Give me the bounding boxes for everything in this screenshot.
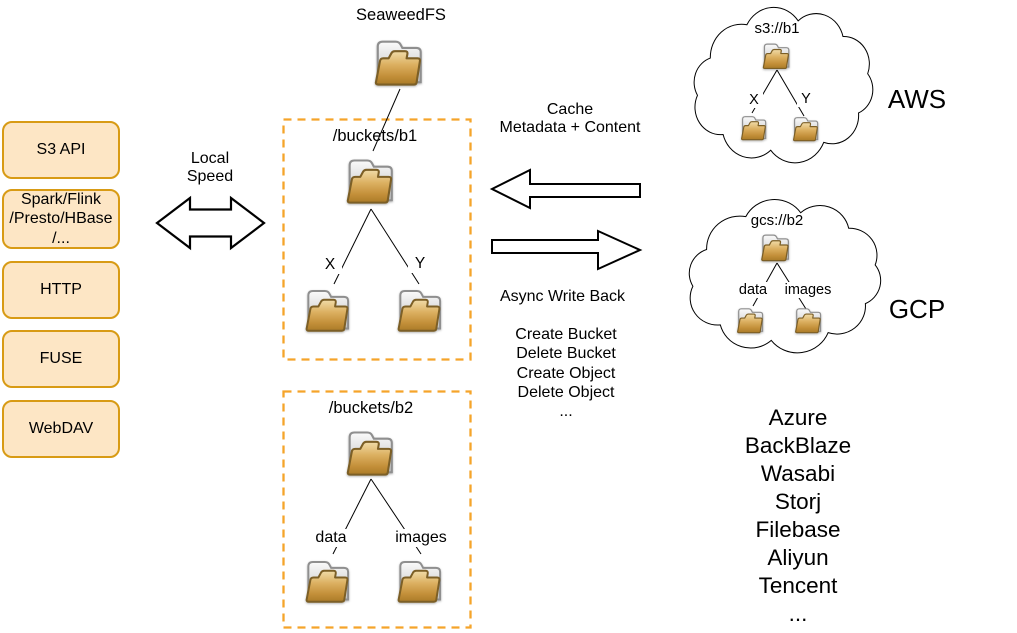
aws-child-y-label: Y (797, 91, 815, 107)
b2-child-images-label: images (394, 529, 448, 547)
bucket-b2-label: /buckets/b2 (328, 399, 414, 417)
b1-y-folder-icon (390, 283, 450, 333)
api-box-fuse: FUSE (2, 330, 120, 388)
provider-item: Azure (768, 405, 828, 430)
bucket-b2-dashed-box (282, 390, 472, 629)
provider-item: ... (788, 601, 808, 626)
gcp-name-label: GCP (888, 294, 946, 324)
operation-item: Delete Bucket (516, 345, 616, 363)
aws-bucket-folder-icon (759, 39, 794, 70)
operation-item: Create Bucket (515, 326, 617, 343)
gcp-bucket-folder-icon (757, 230, 794, 262)
gcp-images-folder-icon (790, 304, 827, 334)
bucket-b1-label: /buckets/b1 (332, 127, 418, 145)
b1-folder-icon (340, 152, 401, 205)
b2-folder-icon (340, 424, 401, 477)
providers-list: Azure BackBlaze Wasabi Storj Filebase Al… (698, 404, 898, 628)
api-box-s3: S3 API (2, 121, 120, 179)
b1-child-y-label: Y (408, 255, 432, 273)
gcp-child-images-label: images (783, 282, 833, 298)
b2-data-folder-icon (298, 554, 358, 604)
operation-item: Create Object (516, 364, 616, 382)
page-title: SeaweedFS (356, 6, 446, 24)
provider-item: Wasabi (760, 461, 836, 486)
provider-item: Storj (774, 489, 822, 514)
b1-child-x-label: X (318, 256, 342, 274)
operations-list: Create Bucket Delete Bucket Create Objec… (486, 325, 646, 421)
aws-child-x-label: X (745, 92, 763, 108)
seaweedfs-folder-icon (368, 33, 430, 87)
gcp-data-folder-icon (733, 304, 768, 334)
provider-item: BackBlaze (744, 433, 852, 458)
cache-label: Cache Metadata + Content (499, 101, 641, 136)
api-box-http: HTTP (2, 261, 120, 319)
aws-x-folder-icon (737, 112, 771, 141)
b2-images-folder-icon (390, 554, 450, 604)
local-speed-double-arrow (155, 195, 266, 251)
async-write-back-label: Async Write Back (499, 288, 626, 305)
operation-item: Delete Object (517, 383, 615, 401)
api-box-webdav: WebDAV (2, 400, 120, 458)
cache-left-arrow (489, 168, 641, 210)
b1-x-folder-icon (298, 283, 358, 333)
aws-name-label: AWS (887, 84, 947, 114)
provider-item: Filebase (755, 517, 841, 542)
gcp-bucket-label: gcs://b2 (750, 212, 804, 229)
local-speed-label: Local Speed (186, 150, 234, 185)
async-right-arrow (491, 229, 643, 271)
aws-cloud-shape (694, 7, 873, 162)
b2-child-data-label: data (310, 529, 352, 547)
operation-item: ... (559, 403, 573, 421)
aws-y-folder-icon (789, 113, 823, 142)
aws-bucket-label: s3://b1 (754, 20, 800, 37)
bucket-b1-dashed-box (282, 118, 472, 361)
api-box-spark: Spark/Flink /Presto/HBase /... (2, 189, 120, 249)
provider-item: Tencent (758, 573, 838, 598)
gcp-child-data-label: data (736, 282, 770, 298)
provider-item: Aliyun (767, 545, 829, 570)
